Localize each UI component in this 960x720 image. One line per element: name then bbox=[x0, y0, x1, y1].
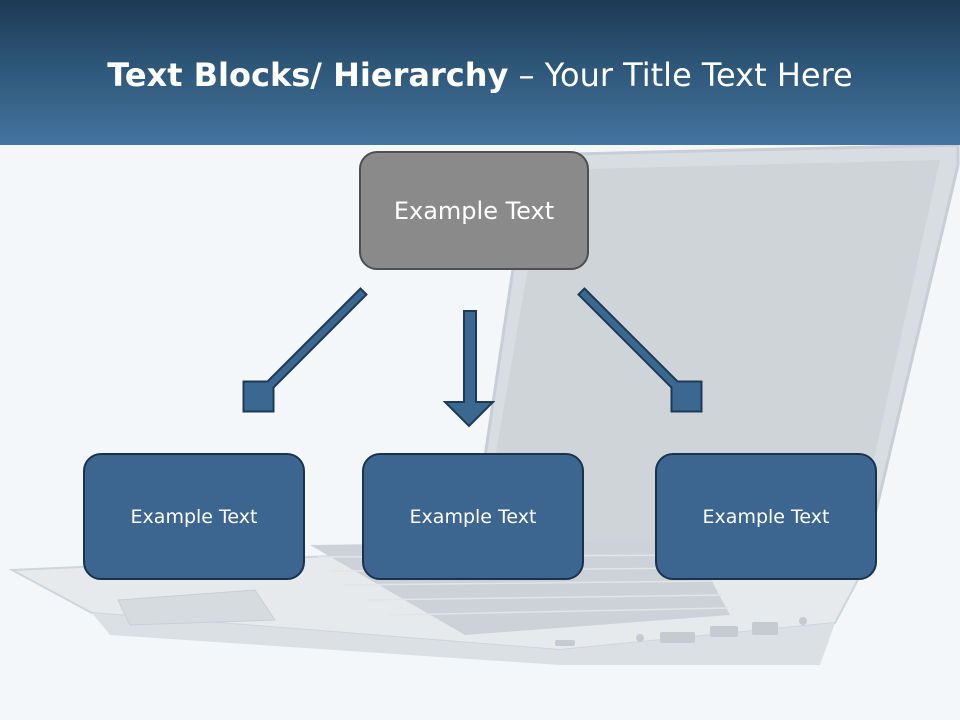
root-block-label: Example Text bbox=[393, 196, 555, 225]
title-bar: Text Blocks/ Hierarchy – Your Title Text… bbox=[0, 0, 960, 145]
child-block-label: Example Text bbox=[702, 505, 830, 528]
arrow-down-center bbox=[442, 310, 496, 428]
title-regular-part: Your Title Text Here bbox=[544, 56, 853, 94]
child-block-center: Example Text bbox=[362, 453, 584, 580]
slide-title: Text Blocks/ Hierarchy – Your Title Text… bbox=[0, 55, 960, 95]
title-bold-part: Text Blocks/ Hierarchy bbox=[107, 56, 509, 94]
child-block-right: Example Text bbox=[655, 453, 877, 580]
child-block-label: Example Text bbox=[409, 505, 537, 528]
child-block-label: Example Text bbox=[130, 505, 258, 528]
title-separator: – bbox=[508, 56, 545, 94]
child-block-left: Example Text bbox=[83, 453, 305, 580]
arrow-down-right bbox=[577, 287, 703, 413]
arrow-down-left bbox=[242, 287, 368, 413]
root-block: Example Text bbox=[359, 151, 589, 270]
